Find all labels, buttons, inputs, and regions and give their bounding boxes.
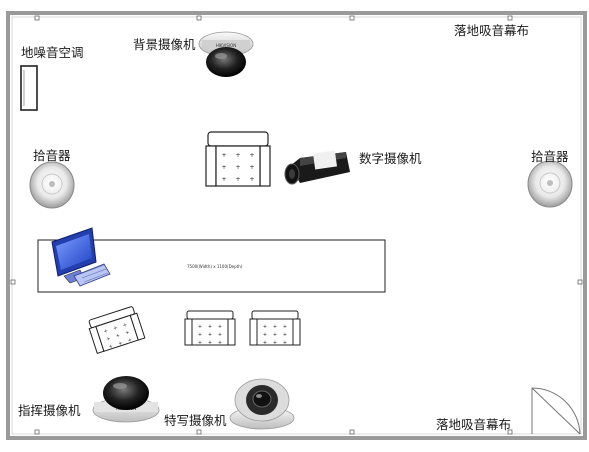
svg-text:+: + <box>273 332 277 338</box>
label-curtain-top: 落地吸音幕布 <box>454 23 530 38</box>
svg-text:+: + <box>198 340 202 346</box>
label-ambient-noise-ac: 地噪音空调 <box>21 45 84 60</box>
label-digital-camera: 数字摄像机 <box>359 151 422 166</box>
svg-text:+: + <box>235 164 240 171</box>
svg-text:+: + <box>263 332 267 338</box>
air-conditioner-icon <box>20 65 38 111</box>
svg-text:HIKVISION: HIKVISION <box>216 43 237 48</box>
svg-text:+: + <box>283 332 287 338</box>
svg-text:+: + <box>283 324 287 330</box>
svg-text:+: + <box>198 324 202 330</box>
svg-text:+: + <box>103 328 109 335</box>
microphone-left-icon <box>29 161 75 209</box>
svg-text:+: + <box>273 340 277 346</box>
svg-text:+: + <box>106 336 112 343</box>
svg-text:+: + <box>249 176 254 183</box>
svg-text:+: + <box>115 333 121 340</box>
label-curtain-bottom: 落地吸音幕布 <box>436 417 512 432</box>
svg-text:+: + <box>127 337 133 344</box>
svg-text:+: + <box>198 332 202 338</box>
background-camera-icon: HIKVISION <box>198 31 254 77</box>
svg-text:+: + <box>218 340 222 346</box>
svg-text:+: + <box>108 343 114 350</box>
svg-text:+: + <box>249 164 254 171</box>
svg-text:+: + <box>122 322 128 329</box>
svg-text:+: + <box>273 324 277 330</box>
svg-text:+: + <box>263 340 267 346</box>
svg-text:+: + <box>125 330 131 337</box>
svg-text:+: + <box>221 164 226 171</box>
svg-text:+: + <box>221 176 226 183</box>
label-closeup-camera: 特写摄像机 <box>164 413 227 428</box>
label-background-camera: 背景摄像机 <box>133 37 196 52</box>
svg-text:+: + <box>208 340 212 346</box>
svg-text:+: + <box>218 332 222 338</box>
microphone-right-icon <box>527 160 573 208</box>
director-camera-icon: HIKVISION <box>92 376 160 423</box>
chair-left-icon: +++ +++ +++ <box>88 306 146 355</box>
svg-text:+: + <box>113 325 119 332</box>
computer-monitor-icon <box>51 227 111 287</box>
label-director-camera: 指挥摄像机 <box>18 403 81 418</box>
svg-text:+: + <box>208 324 212 330</box>
svg-text:+: + <box>235 176 240 183</box>
door <box>531 387 581 435</box>
svg-text:+: + <box>218 324 222 330</box>
conference-table <box>37 239 386 293</box>
svg-text:+: + <box>249 152 254 159</box>
svg-text:+: + <box>235 152 240 159</box>
svg-text:+: + <box>208 332 212 338</box>
svg-text:+: + <box>118 340 124 347</box>
digital-camera-icon <box>284 150 350 185</box>
table-dimensions-text: 7500(Width) x 1100(Depth) <box>187 264 243 269</box>
svg-text:+: + <box>221 152 226 159</box>
room-walls <box>6 11 587 440</box>
closeup-camera-icon <box>229 378 295 430</box>
label-microphone-right: 拾音器 <box>531 149 569 164</box>
chair-presenter-icon: + + + + + + + + + <box>205 131 271 187</box>
chair-middle-icon: + + + + + + + + + <box>184 310 236 346</box>
label-microphone-left: 拾音器 <box>33 148 71 163</box>
svg-text:+: + <box>263 324 267 330</box>
svg-text:+: + <box>283 340 287 346</box>
chair-right-icon: + + + + + + + + + <box>249 310 301 346</box>
